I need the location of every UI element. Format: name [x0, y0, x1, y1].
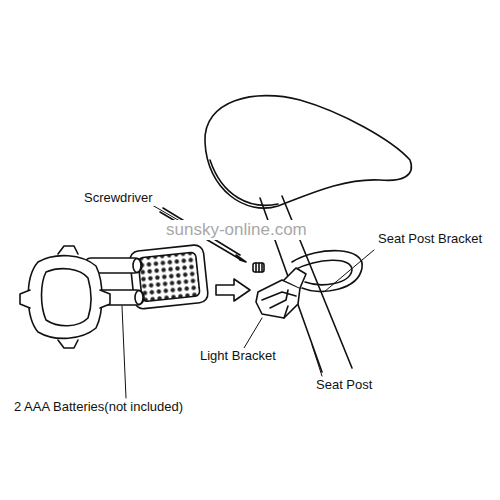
light-bracket: [262, 290, 296, 318]
screw: [253, 263, 264, 272]
light-housing: [28, 256, 102, 339]
leader-line: [244, 318, 262, 348]
part-label: Seat Post: [314, 377, 374, 393]
housing-tab: [20, 290, 30, 308]
part-label: Light Bracket: [198, 348, 278, 364]
screwdriver-tip: [236, 255, 246, 262]
leader-line: [122, 306, 126, 398]
watermark: sunsky-online.com: [164, 220, 309, 240]
part-label: 2 AAA Batteries(not included): [12, 399, 185, 415]
housing-tab: [58, 246, 78, 254]
light-bracket: [256, 280, 300, 318]
leader-line: [312, 345, 322, 376]
battery-end: [133, 259, 141, 273]
assembly-arrow: [216, 279, 250, 301]
housing-tab: [100, 290, 110, 308]
leader-line: [324, 250, 374, 292]
saddle-edge: [210, 160, 278, 205]
part-label: Screwdriver: [82, 190, 155, 206]
housing-tab: [58, 340, 78, 348]
part-label: Seat Post Bracket: [376, 231, 484, 247]
battery-end: [135, 291, 143, 305]
light-lens: [42, 269, 92, 326]
screw-thread: [256, 263, 262, 272]
light-bracket-clip: [284, 268, 306, 288]
saddle: [205, 96, 411, 209]
